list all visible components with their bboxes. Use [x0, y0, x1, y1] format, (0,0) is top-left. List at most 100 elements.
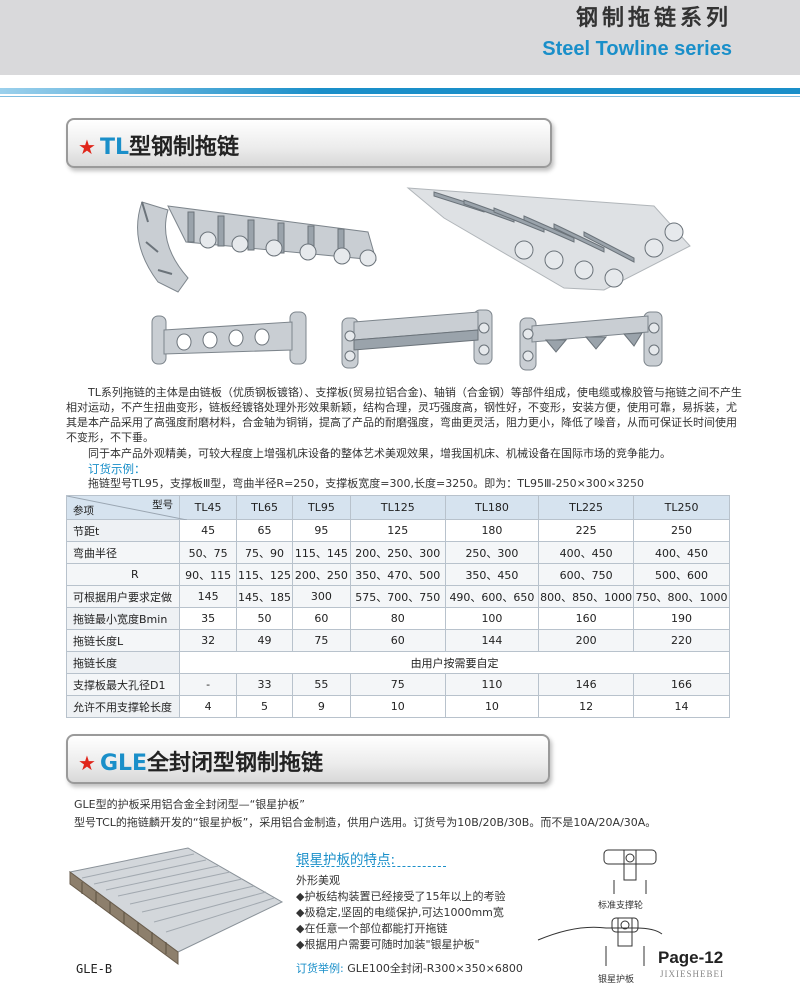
feature-item: ◆在任意一个部位都能打开拖链: [296, 922, 448, 935]
table-cell: 350、450: [444, 563, 540, 586]
table-cell: 80: [349, 607, 446, 630]
diagram-label-silver-cover: 银星护板: [598, 975, 635, 985]
table-cell: 65: [236, 519, 294, 542]
model-header: TL65: [236, 495, 294, 520]
model-header: TL250: [633, 495, 730, 520]
row-label: 节距t: [65, 519, 181, 542]
table-cell: 75、90: [236, 541, 294, 564]
section-gle-name: 全封闭型钢制拖链: [147, 751, 324, 776]
table-cell: 575、700、750: [349, 585, 446, 608]
table-cell: 166: [633, 673, 730, 696]
table-cell: 115、145: [292, 541, 351, 564]
table-cell: 200: [538, 629, 635, 652]
section-gle-code: GLE: [99, 751, 148, 776]
support-bar-type2-image: [341, 309, 493, 369]
star-icon: ★: [78, 751, 96, 775]
table-cell: 100: [444, 607, 540, 630]
table-cell: 60: [349, 629, 446, 652]
table-cell: 75: [292, 629, 351, 652]
table-row: 允许不用支撑轮长度 4 5 9 10 10 12 14: [65, 695, 730, 718]
table-cell: 225: [538, 519, 635, 542]
silver-cover-diagram: [537, 917, 663, 966]
table-cell: 14: [633, 695, 730, 718]
tl-description: TL系列拖链的主体是由链板（优质钢板镀铬）、支撑板(贸易拉铝合金)、轴销（合金钢…: [66, 386, 742, 444]
table-row: 拖链长度L 32 49 75 60 144 200 220: [65, 629, 730, 652]
feature-item: ◆根据用户需要可随时加装"银星护板": [296, 938, 480, 951]
table-cell: 400、450: [538, 541, 635, 564]
table-merged-cell: 由用户按需要自定: [179, 651, 730, 674]
table-cell: 60: [292, 607, 351, 630]
header-thin-line: [0, 96, 800, 97]
feature-item: ◆护板结构装置已经接受了15年以上的考验: [296, 890, 506, 903]
row-label: 允许不用支撑轮长度: [65, 695, 181, 718]
table-cell: 90、115: [179, 563, 238, 586]
header-bar: [0, 0, 800, 75]
row-label: 拖链长度L: [65, 629, 181, 652]
table-row: 节距t 45 65 95 125 180 225 250: [65, 519, 730, 542]
section-tl-name: 型钢制拖链: [128, 135, 239, 160]
table-cell: 250、300: [444, 541, 540, 564]
header-accent-line: [0, 88, 800, 94]
table-cell: 49: [236, 629, 294, 652]
site-watermark: JIXIESHEBEI: [660, 969, 724, 979]
features-title: 银星护板的特点:: [296, 852, 396, 868]
table-cell: 4: [179, 695, 238, 718]
section-gle-title: ★GLE全封闭型钢制拖链: [78, 745, 323, 777]
table-cell: 32: [179, 629, 238, 652]
gle-order-example: 订货举例: GLE100全封闭-R300×350×6800: [296, 960, 523, 976]
section-tl-title-box: ★TL型钢制拖链: [66, 118, 552, 168]
section-tl-code: TL: [99, 135, 129, 160]
tl-description-2: 同于本产品外观精美，可较大程度上增强机床设备的整体艺术美观效果，增我国机床、机械…: [88, 447, 671, 460]
table-cell: 50、75: [179, 541, 238, 564]
table-row: 拖链最小宽度Bmin 35 50 60 80 100 160 190: [65, 607, 730, 630]
tl-order-example: 拖链型号TL95，支撑板Ⅲ型，弯曲半径R=250，支撑板宽度=300,长度=32…: [88, 477, 645, 490]
table-cell: 750、800、1000: [633, 585, 730, 608]
model-header: TL180: [444, 495, 540, 520]
table-corner-top: 型号: [152, 499, 174, 511]
row-label: R: [65, 563, 181, 586]
table-cell: 800、850、1000: [538, 585, 635, 608]
table-cell: 220: [633, 629, 730, 652]
table-cell: 250: [633, 519, 730, 542]
support-bar-type3-image: [519, 311, 663, 371]
model-header: TL125: [349, 495, 446, 520]
table-cell: 200、250、300: [349, 541, 446, 564]
standard-support-wheel-diagram: [603, 849, 657, 894]
gle-chain-image: [68, 847, 284, 965]
row-label: 弯曲半径: [65, 541, 181, 564]
star-icon: ★: [78, 135, 96, 159]
table-header-row: 型号 参项 TL45 TL65 TL95 TL125 TL180 TL225 T…: [65, 495, 730, 520]
table-cell: 350、470、500: [349, 563, 446, 586]
table-cell: 146: [538, 673, 635, 696]
gle-intro-line1: GLE型的护板采用铝合金全封闭型—“银星护板”: [74, 798, 305, 811]
table-cell: 50: [236, 607, 294, 630]
gle-intro-line2: 型号TCL的拖链麟开发的“银星护板”，采用铝合金制造，供用户选用。订货号为10B…: [74, 816, 657, 829]
page-number: Page-12: [658, 948, 724, 967]
table-cell: 145: [179, 585, 238, 608]
table-cell: 9: [292, 695, 351, 718]
row-label: 拖链最小宽度Bmin: [65, 607, 181, 630]
table-cell: 75: [349, 673, 446, 696]
table-cell: 55: [292, 673, 351, 696]
table-corner-cell: 型号 参项: [65, 495, 187, 520]
tl-chain-straight-image: [406, 187, 691, 291]
table-cell: 144: [444, 629, 540, 652]
gle-product-label: GLE-B: [76, 962, 113, 976]
table-cell: 95: [292, 519, 351, 542]
table-cell: 400、450: [633, 541, 730, 564]
section-tl-title: ★TL型钢制拖链: [78, 129, 239, 161]
table-cell: 10: [349, 695, 446, 718]
table-cell: 5: [236, 695, 294, 718]
gle-order-text: GLE100全封闭-R300×350×6800: [347, 962, 523, 975]
table-cell: 190: [633, 607, 730, 630]
table-cell: 500、600: [633, 563, 730, 586]
row-label: 支撑板最大孔径D1: [65, 673, 181, 696]
diagram-label-support-wheel: 标准支撑轮: [598, 901, 644, 911]
feature-item: 外形美观: [296, 874, 340, 887]
model-header: TL225: [538, 495, 635, 520]
table-cell: 45: [179, 519, 238, 542]
header-title-en: Steel Towline series: [542, 38, 732, 60]
table-cell: 10: [444, 695, 540, 718]
gle-order-label: 订货举例:: [296, 962, 344, 975]
support-bar-type1-image: [151, 311, 307, 365]
